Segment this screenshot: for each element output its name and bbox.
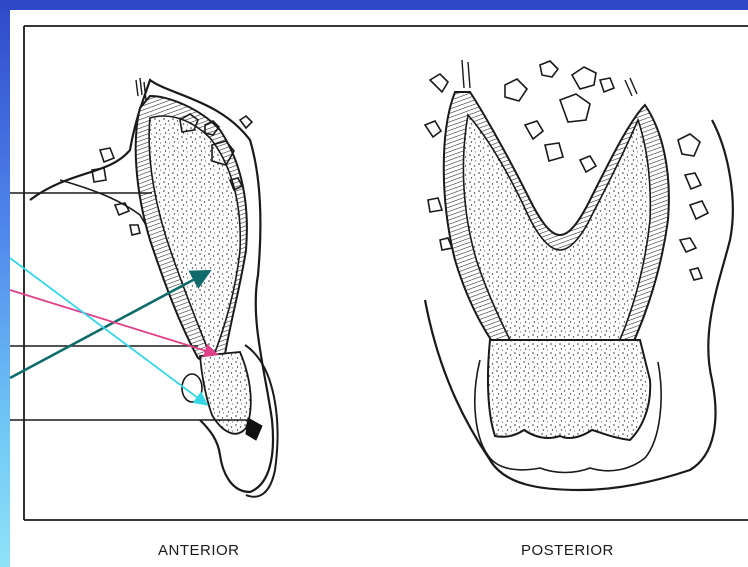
bone-island (130, 225, 140, 235)
bone-island (430, 74, 448, 92)
anterior-tooth (30, 78, 277, 497)
bone-island (540, 61, 558, 77)
posterior-tooth (425, 60, 733, 490)
anterior-incisal-tip (246, 418, 262, 440)
bone-island (240, 116, 252, 128)
bone-island (685, 173, 701, 189)
bone-island (690, 201, 708, 219)
bone-island (560, 94, 590, 122)
bone-island (600, 78, 614, 92)
caption-posterior: POSTERIOR (521, 542, 614, 559)
bone-island (545, 143, 563, 161)
anterior-crown (200, 352, 251, 434)
bone-island (678, 134, 700, 156)
bone-island (115, 203, 129, 215)
bone-island (100, 148, 114, 162)
posterior-crown (488, 340, 650, 440)
bone-island (572, 67, 596, 89)
caption-anterior: ANTERIOR (158, 542, 240, 559)
bone-island (525, 121, 543, 139)
bone-island (428, 198, 442, 212)
bone-island (680, 238, 696, 252)
bone-island (580, 156, 596, 172)
bone-island (425, 121, 441, 137)
bone-island (690, 268, 702, 280)
bone-island (505, 79, 527, 101)
pointer-arrow-teal (10, 272, 208, 378)
